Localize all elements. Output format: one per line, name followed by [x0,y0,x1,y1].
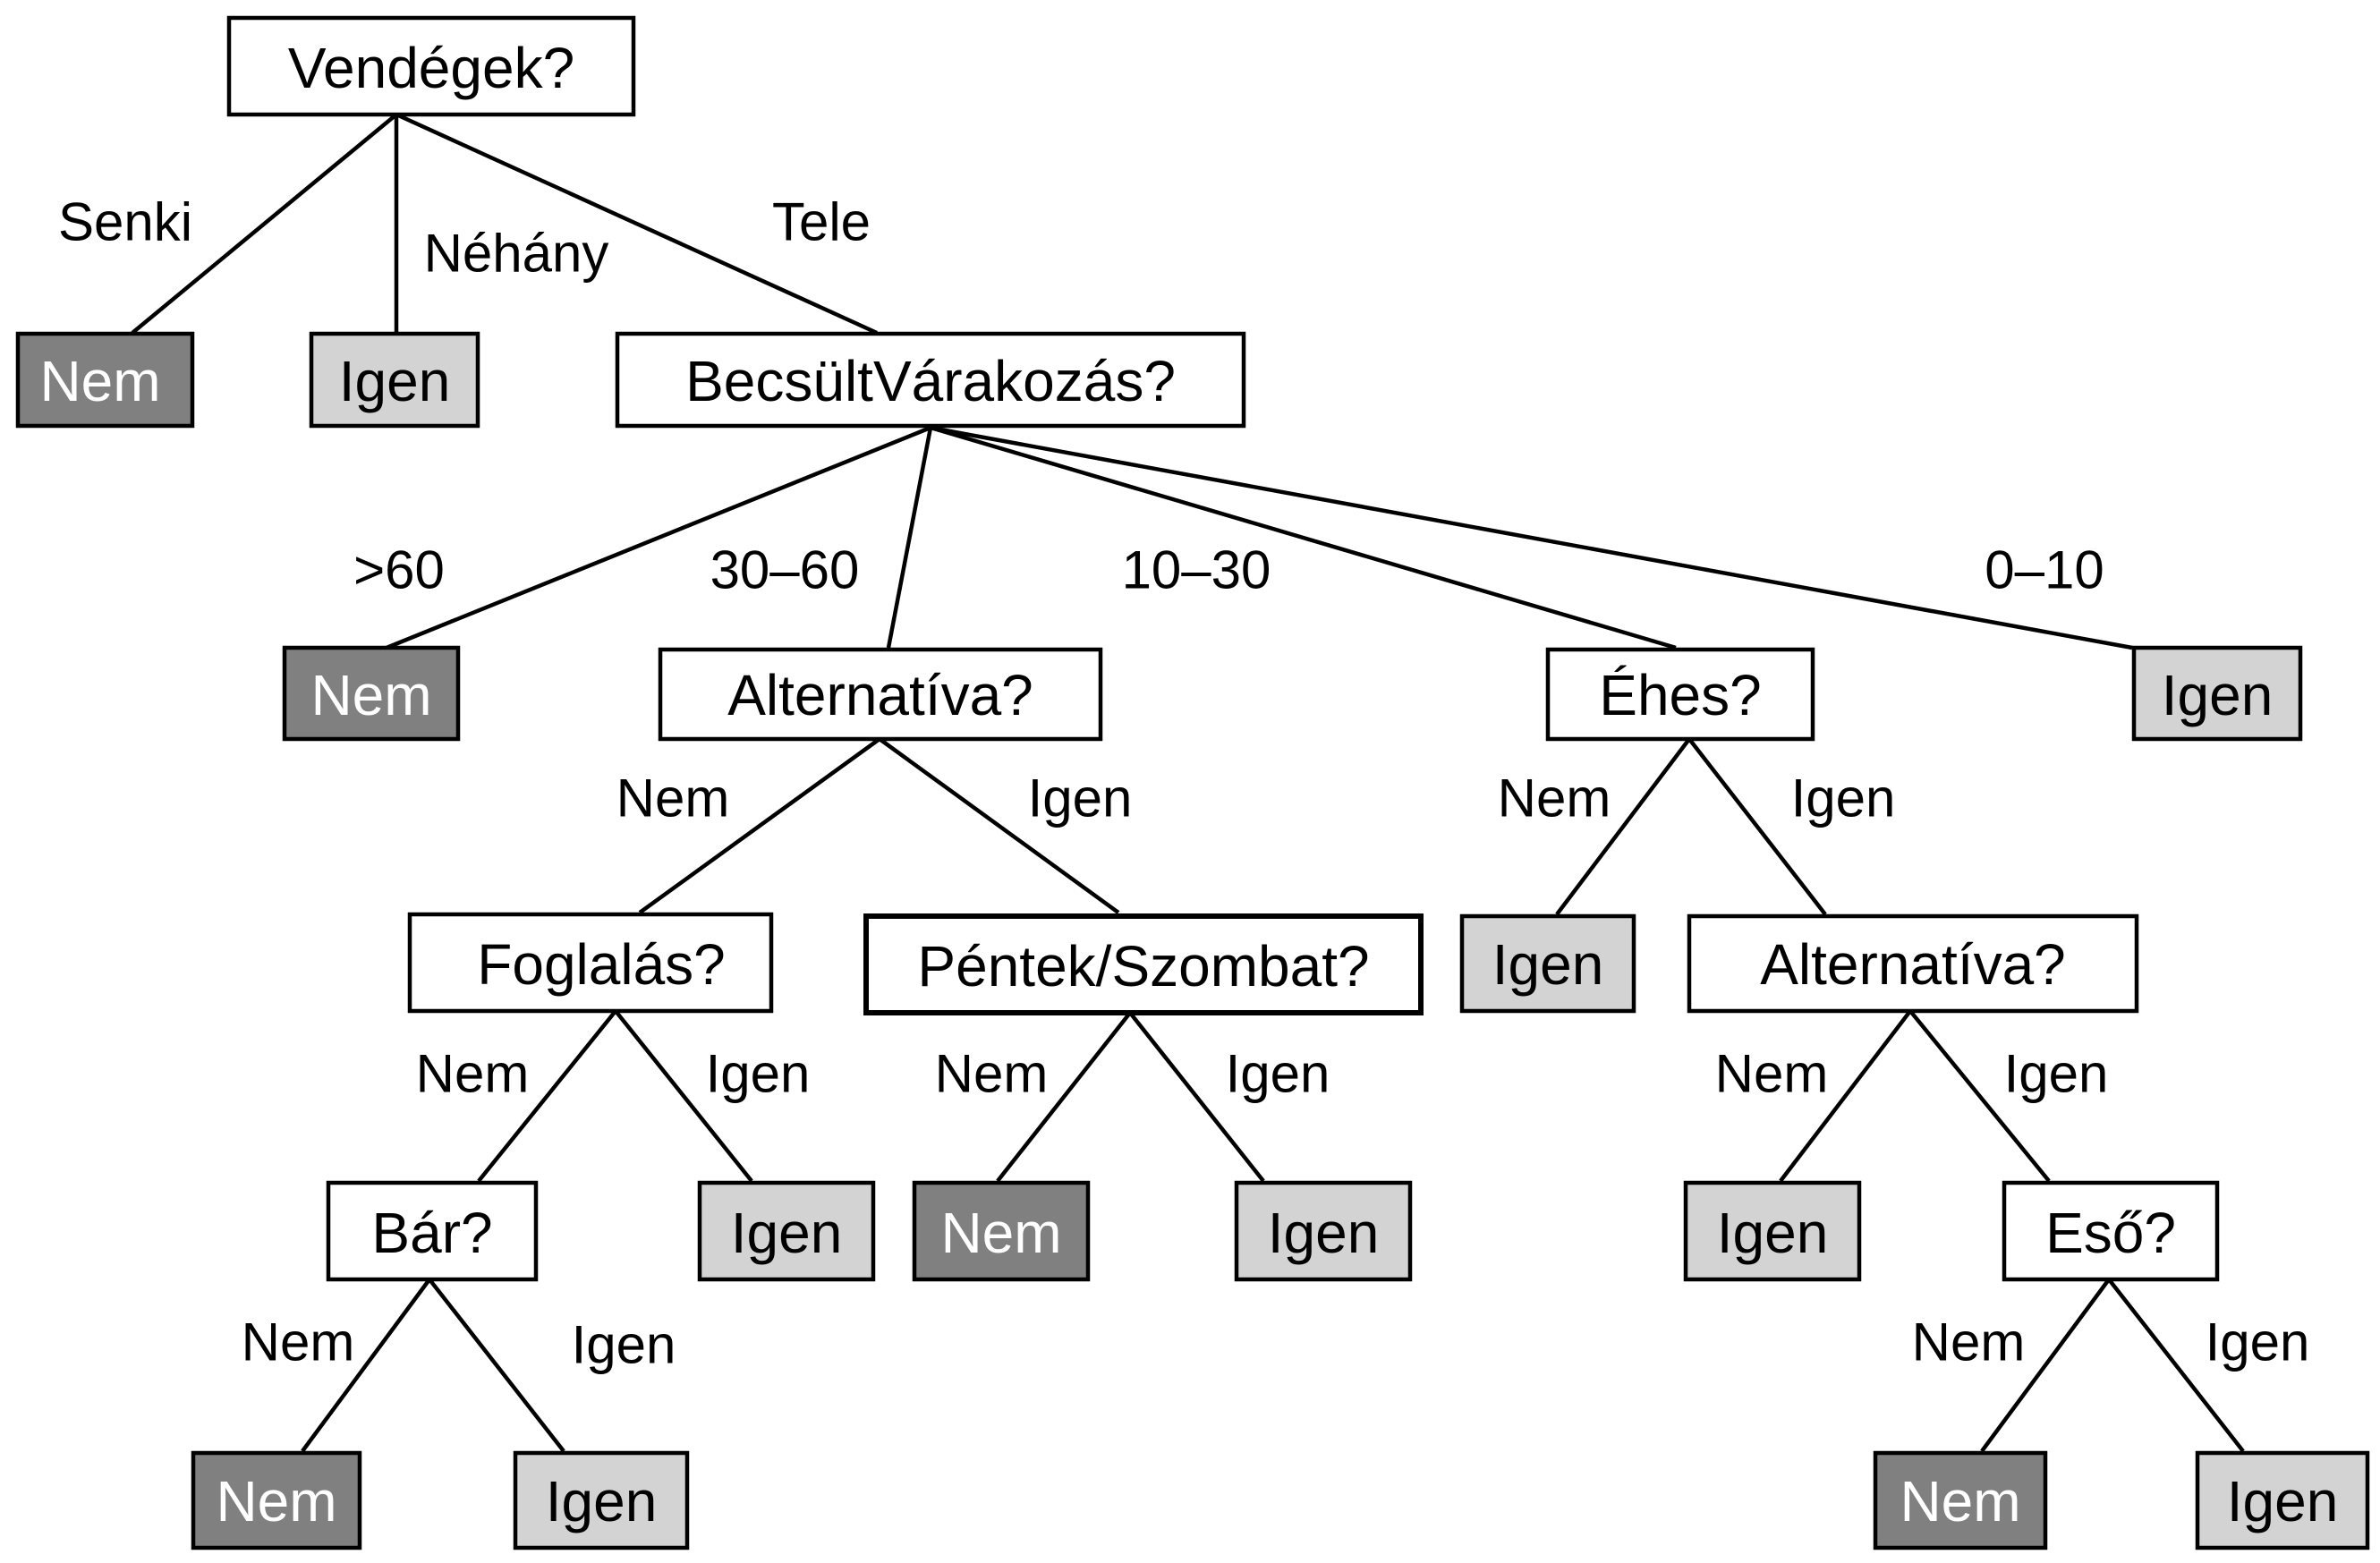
edge-label-gt60: >60 [353,540,445,600]
node-root-label: Vendégek? [288,36,574,100]
edge-label-res-igen: Igen [706,1044,811,1104]
edge-label-bar-nem: Nem [242,1312,355,1372]
leaf-senki-no: Nem [15,331,195,429]
edge-frisat-igen [1128,1011,1265,1183]
node-frisat: Péntek/Szombat? [863,913,1424,1015]
node-root: Vendégek? [226,15,636,117]
edge-label-bar-igen: Igen [572,1315,676,1375]
edge-label-alt2-igen: Igen [2004,1044,2109,1104]
edge-label-frisat-igen: Igen [1226,1044,1330,1104]
edge-label-alt2-nem: Nem [1715,1044,1829,1104]
edge-wait-0-10 [930,425,2133,650]
leaf-gt60-no-label: Nem [310,663,431,727]
node-frisat-label: Péntek/Szombat? [917,934,1369,998]
leaf-frisat-yes: Igen [1234,1180,1413,1282]
leaf-frisat-no: Nem [912,1180,1091,1282]
edge-root-tele [395,112,878,336]
edge-alt2-igen [1908,1009,2051,1183]
edge-res-nem [477,1009,617,1183]
node-alt2-label: Alternatíva? [1760,932,2066,997]
leaf-rain-yes: Igen [2195,1450,2370,1550]
edge-label-nehany: Néhány [424,224,609,284]
node-alt1: Alternatíva? [658,647,1103,742]
edge-label-hungry-nem: Nem [1498,769,1611,828]
leaf-hungry-no-yes-label: Igen [1492,932,1604,997]
edge-wait-10-30 [930,425,1677,650]
edge-label-senki: Senki [58,192,192,252]
edge-label-0-10: 0–10 [1985,540,2104,600]
leaf-alt2-no-yes: Igen [1683,1180,1862,1282]
edge-bar-nem [301,1278,431,1453]
leaf-rain-no-label: Nem [1900,1469,2020,1533]
edge-frisat-nem [996,1011,1132,1183]
node-alt2: Alternatíva? [1687,913,2139,1014]
edge-root-senki [131,113,398,335]
leaf-alt2-no-yes-label: Igen [1717,1201,1829,1265]
edge-alt1-nem [638,737,881,914]
node-rain-label: Eső? [2045,1201,2176,1265]
leaf-nehany-yes-label: Igen [339,349,451,413]
edge-label-30-60: 30–60 [710,540,860,600]
node-bar-label: Bár? [371,1201,492,1265]
node-alt1-label: Alternatíva? [727,663,1033,727]
node-hungry: Éhes? [1545,647,1815,742]
node-bar: Bár? [326,1180,539,1282]
leaf-res-yes: Igen [697,1180,876,1282]
leaf-frisat-no-label: Nem [940,1201,1061,1265]
leaf-rain-no: Nem [1873,1450,2048,1550]
edge-hungry-nem [1555,737,1691,916]
node-reservation: Foglalás? [407,912,774,1014]
edge-label-tele: Tele [772,192,871,252]
leaf-frisat-yes-label: Igen [1268,1201,1380,1265]
node-hungry-label: Éhes? [1599,663,1761,727]
edge-label-hungry-igen: Igen [1791,769,1896,828]
leaf-bar-no-label: Nem [216,1469,336,1533]
leaf-nehany-yes: Igen [309,331,480,429]
edge-alt1-igen [878,737,1120,914]
leaf-0-10-yes: Igen [2131,645,2303,742]
tree-edges [131,112,2245,1453]
edge-label-alt1-nem: Nem [616,769,730,828]
edge-wait-gt60 [386,425,931,650]
node-rain: Eső? [2002,1180,2220,1282]
edge-label-alt1-igen: Igen [1028,769,1133,828]
edge-wait-30-60 [886,427,933,649]
leaf-hungry-no-yes: Igen [1459,913,1636,1014]
leaf-bar-no: Nem [191,1450,362,1550]
edge-label-frisat-nem: Nem [935,1044,1049,1104]
leaf-bar-yes: Igen [513,1450,690,1550]
edge-label-rain-nem: Nem [1912,1312,2026,1372]
leaf-nodes: Nem Igen Nem Igen Igen Igen Nem Igen [15,331,2370,1550]
leaf-gt60-no: Nem [282,645,461,742]
edge-labels: Senki Néhány Tele >60 30–60 10–30 0–10 N… [58,192,2309,1375]
edge-alt2-nem [1779,1009,1912,1183]
edge-label-10-30: 10–30 [1122,540,1271,600]
leaf-res-yes-label: Igen [731,1201,843,1265]
edge-bar-igen [428,1278,565,1453]
edge-hungry-igen [1687,737,1827,916]
node-wait: BecsültVárakozás? [615,331,1246,429]
leaf-0-10-yes-label: Igen [2162,663,2274,727]
leaf-rain-yes-label: Igen [2227,1469,2339,1533]
leaf-senki-no-label: Nem [39,349,160,413]
node-reservation-label: Foglalás? [477,932,726,997]
question-nodes: Vendégek? BecsültVárakozás? Alternatíva?… [226,15,2220,1282]
edge-rain-nem [1980,1278,2111,1453]
edge-rain-igen [2107,1278,2245,1453]
edge-label-rain-igen: Igen [2206,1312,2310,1372]
node-wait-label: BecsültVárakozás? [685,349,1176,413]
edge-label-res-nem: Nem [416,1044,530,1104]
edge-res-igen [614,1009,753,1183]
leaf-bar-yes-label: Igen [546,1469,658,1533]
